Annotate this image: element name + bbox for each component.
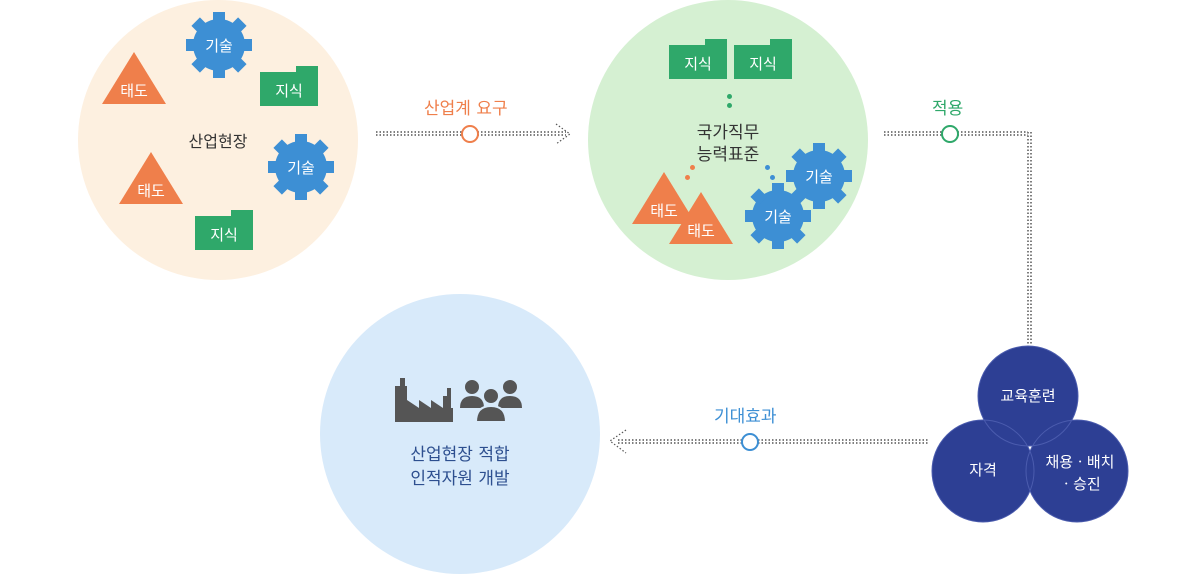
connector-dot xyxy=(690,165,695,170)
knowledge-folder: 지식 xyxy=(734,39,792,79)
ncs-title-line2: 능력표준 xyxy=(696,145,760,165)
gear-label: 기술 xyxy=(764,208,792,226)
qualification-label: 자격 xyxy=(969,461,997,479)
folder-label: 지식 xyxy=(684,55,712,73)
folder-label: 지식 xyxy=(275,82,303,100)
result-line2: 인적자원 개발 xyxy=(410,469,510,489)
effect-arrow xyxy=(608,429,928,454)
gear-icon xyxy=(745,183,811,249)
attitude-triangle xyxy=(102,52,166,104)
connector-dot xyxy=(727,94,732,99)
attitude-triangle xyxy=(669,192,733,244)
connector-dot xyxy=(727,103,732,108)
result-line1: 산업현장 적합 xyxy=(410,445,510,465)
gear-icon xyxy=(186,12,252,78)
folder-label: 지식 xyxy=(210,226,238,244)
folder-label: 지식 xyxy=(749,55,777,73)
gear-label: 기술 xyxy=(287,159,315,177)
triangle-label: 태도 xyxy=(137,182,165,200)
gear-label: 기술 xyxy=(805,168,833,186)
hiring-label-line1: 채용ㆍ배치 xyxy=(1045,453,1115,471)
knowledge-folder: 지식 xyxy=(669,39,727,79)
gear-icon xyxy=(268,134,334,200)
demand-node xyxy=(461,125,479,143)
connector-dot xyxy=(770,175,775,180)
triangle-label: 태도 xyxy=(687,222,715,240)
factory-icon xyxy=(395,378,453,422)
venn-outlines xyxy=(931,345,1129,523)
result-circle xyxy=(320,294,600,574)
industry-field-title: 산업현장 xyxy=(188,132,248,151)
triangle-label: 태도 xyxy=(120,82,148,100)
attitude-triangle xyxy=(119,152,183,204)
demand-label: 산업계 요구 xyxy=(424,99,508,119)
hiring-label-line2: ㆍ승진 xyxy=(1059,475,1101,493)
education-label: 교육훈련 xyxy=(1000,387,1056,405)
knowledge-folder: 지식 xyxy=(260,66,318,106)
qualification-circle xyxy=(932,420,1034,522)
ncs-title-line1: 국가직무 xyxy=(696,123,760,143)
apply-label: 적용 xyxy=(932,99,964,119)
people-icon xyxy=(460,380,522,423)
apply-node xyxy=(941,125,959,143)
gear-label: 기술 xyxy=(205,37,233,55)
hiring-circle xyxy=(1026,420,1128,522)
apply-arrow xyxy=(884,131,1032,344)
knowledge-folder: 지식 xyxy=(195,210,253,250)
effect-node xyxy=(741,433,759,451)
connector-dot xyxy=(765,165,770,170)
effect-label: 기대효과 xyxy=(714,407,777,427)
